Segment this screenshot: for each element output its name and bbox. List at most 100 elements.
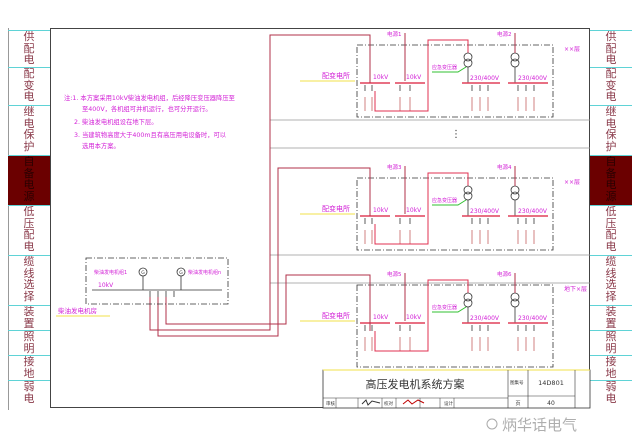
chapter-tab[interactable]: 继电保护 xyxy=(8,105,50,155)
drawing-frame xyxy=(50,28,590,408)
power-source-label: 电源1 xyxy=(387,30,402,38)
watermark: 炳华话电气 xyxy=(502,416,577,434)
voltage-label: 230/400V xyxy=(518,315,548,322)
tie-cable xyxy=(374,279,469,352)
note-3: 3. 当建筑物高度大于400m且有高压用电设备时，可以 xyxy=(74,132,227,139)
chapter-tab[interactable]: 配变电 xyxy=(590,67,632,105)
chapter-tab[interactable]: 照明 xyxy=(590,330,632,355)
note-3-cont: 选用本方案。 xyxy=(82,143,120,150)
voltage-label: 230/400V xyxy=(518,208,548,215)
generator-feeder-3 xyxy=(165,274,371,331)
chapter-tab-label: 供配电 xyxy=(23,30,35,66)
chapter-tab-label: 低压配电 xyxy=(605,205,617,253)
chapter-tab[interactable]: 弱电 xyxy=(8,380,50,410)
chapter-tab-label: 接地 xyxy=(23,355,35,380)
transformer-label: 应急变压器 xyxy=(432,304,457,311)
voltage-label: 230/400V xyxy=(470,208,500,215)
floor-label: 地下×层 xyxy=(564,285,587,293)
chapter-tab[interactable]: 弱电 xyxy=(590,380,632,410)
generator-room-label: 柴油发电机房 xyxy=(58,306,97,315)
transformer-icon xyxy=(463,298,473,308)
voltage-label: 10kV xyxy=(98,282,114,289)
chapter-tab-label: 装置 xyxy=(605,305,617,330)
design-label: 设计 xyxy=(444,400,453,407)
generator-feeder-2 xyxy=(157,167,371,337)
chapter-tab[interactable]: 继电保护 xyxy=(590,105,632,155)
signature-review xyxy=(361,399,381,406)
leader-line xyxy=(432,306,467,313)
floor-label: ××层 xyxy=(564,179,580,186)
chapter-tab-label: 装置 xyxy=(23,305,35,330)
substation-boundary xyxy=(356,284,554,368)
review-label: 审核 xyxy=(326,400,335,407)
floor-label: ××层 xyxy=(564,46,580,53)
substation-label: 配变电所 xyxy=(322,71,350,80)
voltage-label: 10kV xyxy=(406,314,422,321)
leader-line xyxy=(432,66,467,73)
power-source-label: 电源5 xyxy=(387,270,402,278)
generator-feeder-1 xyxy=(149,34,371,331)
chapter-tab-label: 自备电源 xyxy=(605,155,617,203)
chapter-tab-label: 弱电 xyxy=(605,380,617,405)
chapter-tab-label: 照明 xyxy=(23,330,35,355)
chapter-tab[interactable]: 供配电 xyxy=(590,30,632,67)
voltage-label: 230/400V xyxy=(470,315,500,322)
transformer-icon xyxy=(463,292,473,302)
chapter-tab[interactable]: 供配电 xyxy=(8,30,50,67)
tie-cable xyxy=(374,172,469,245)
power-source-label: 电源2 xyxy=(497,30,512,38)
power-source-label: 电源4 xyxy=(497,163,512,171)
chapter-tab[interactable]: 配变电 xyxy=(8,67,50,105)
chapter-tab[interactable]: 缆线选择 xyxy=(590,255,632,305)
substation-label: 配变电所 xyxy=(322,204,350,213)
note-2: 2. 柴油发电机组设在地下层。 xyxy=(74,119,158,126)
transformer-icon xyxy=(463,185,473,195)
ellipsis: ⋮ xyxy=(451,129,461,140)
atlas-number: 14D801 xyxy=(538,379,564,387)
right-chapter-index: 供配电配变电继电保护自备电源低压配电缆线选择装置照明接地弱电 xyxy=(590,28,632,410)
chapter-tab-label: 照明 xyxy=(605,330,617,355)
voltage-label: 10kV xyxy=(406,74,422,81)
chapter-tab[interactable]: 照明 xyxy=(8,330,50,355)
voltage-label: 10kV xyxy=(373,314,389,321)
chapter-tab-label: 接地 xyxy=(605,355,617,380)
drawing-sheet xyxy=(8,28,633,410)
chapter-tab-label: 自备电源 xyxy=(23,155,35,203)
chapter-tab[interactable]: 装置 xyxy=(590,305,632,330)
voltage-label: 230/400V xyxy=(518,75,548,82)
chapter-tab-label: 缆线选择 xyxy=(23,255,35,303)
chapter-tab-label: 缆线选择 xyxy=(605,255,617,303)
chapter-tab-label: 继电保护 xyxy=(23,105,35,153)
chapter-tab[interactable]: 装置 xyxy=(8,305,50,330)
page-number: 40 xyxy=(547,400,555,407)
chapter-tab[interactable]: 低压配电 xyxy=(8,205,50,255)
drawing-title: 高压发电机系统方案 xyxy=(366,377,465,391)
substation-label: 配变电所 xyxy=(322,311,350,320)
transformer-icon xyxy=(463,191,473,201)
check-label: 校对 xyxy=(384,400,393,407)
power-source-label: 电源3 xyxy=(387,163,402,171)
chapter-tab[interactable]: 低压配电 xyxy=(590,205,632,255)
voltage-label: 230/400V xyxy=(470,75,500,82)
chapter-tab[interactable]: 自备电源 xyxy=(8,155,50,205)
chapter-tab-label: 配变电 xyxy=(605,67,617,103)
page-label: 页 xyxy=(515,401,520,407)
wechat-icon xyxy=(486,418,498,430)
title-block xyxy=(322,369,591,409)
chapter-tab[interactable]: 自备电源 xyxy=(590,155,632,205)
chapter-tab-label: 供配电 xyxy=(605,30,617,66)
transformer-icon xyxy=(510,298,520,308)
power-source-label: 电源6 xyxy=(497,270,512,278)
transformer-label: 应急变压器 xyxy=(432,197,457,204)
generator-symbol: G xyxy=(179,270,183,276)
transformer-label: 应急变压器 xyxy=(432,64,457,71)
atlas-number-label: 图集号 xyxy=(510,379,524,386)
chapter-tab[interactable]: 接地 xyxy=(8,355,50,380)
note-1: 注:1. 本方案采用10kV柴油发电机组，后经降压变压器降压至 xyxy=(64,95,235,102)
generator-label: 柴油发电机组1 xyxy=(94,269,127,276)
transformer-icon xyxy=(510,191,520,201)
left-chapter-index: 供配电配变电继电保护自备电源低压配电缆线选择装置照明接地弱电 xyxy=(8,28,50,410)
transformer-icon xyxy=(463,52,473,62)
chapter-tab[interactable]: 接地 xyxy=(590,355,632,380)
chapter-tab[interactable]: 缆线选择 xyxy=(8,255,50,305)
